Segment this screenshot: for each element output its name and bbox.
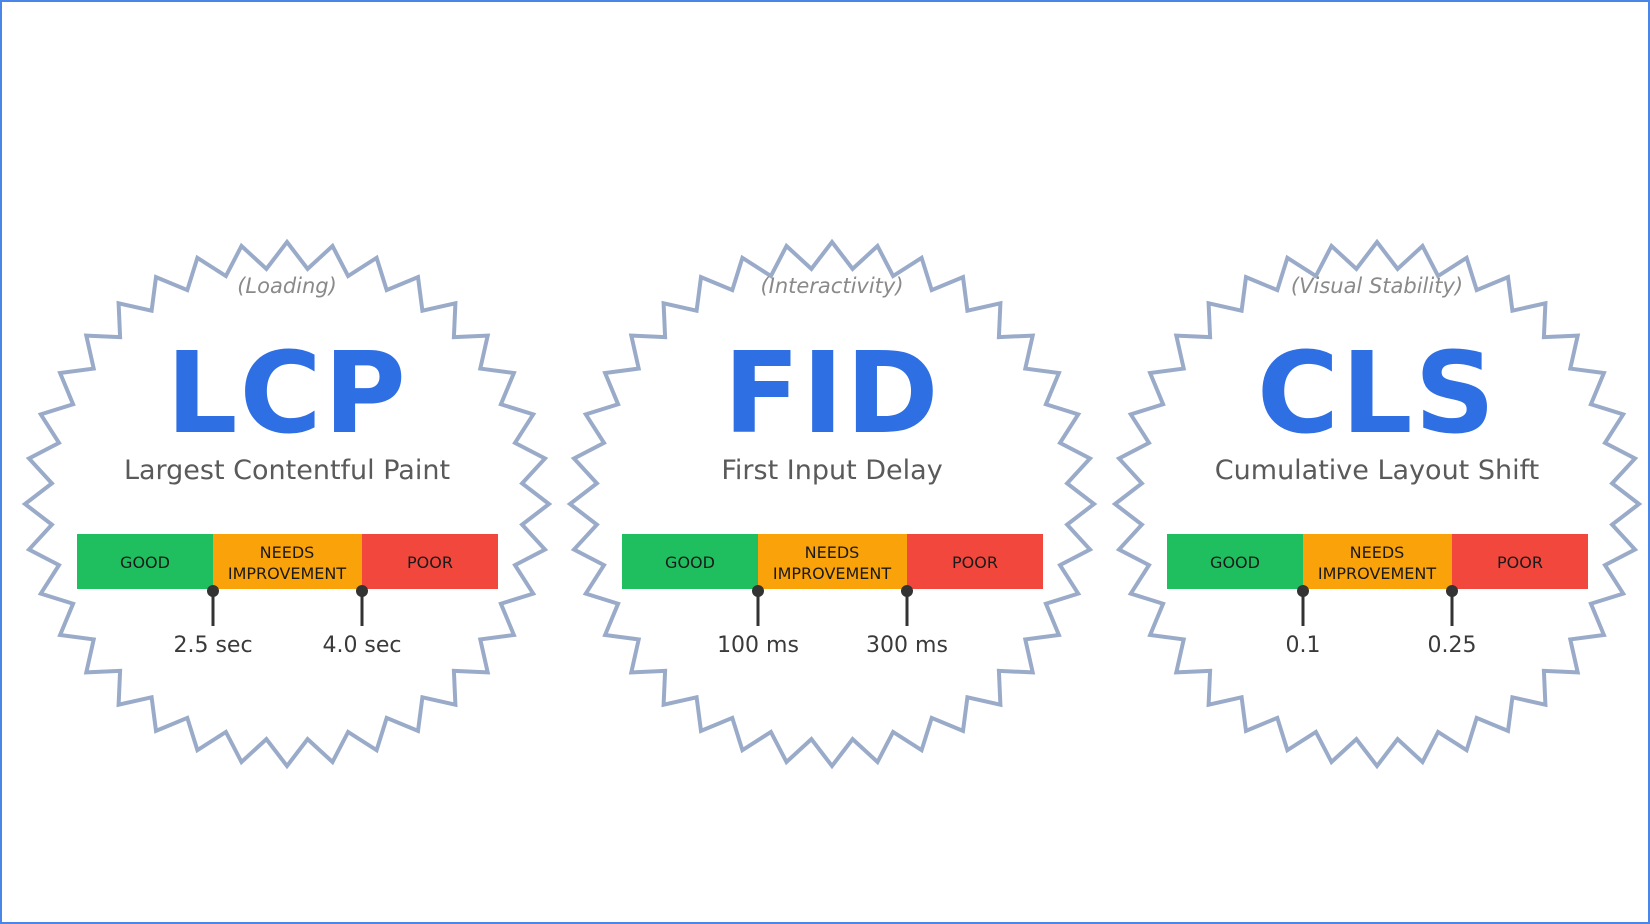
badge-cls-label-poor: POOR: [1497, 553, 1543, 572]
badge-lcp-label-good: GOOD: [120, 553, 170, 572]
badge-cls-segment-poor: [1452, 534, 1588, 589]
badge-lcp-label-needs-line2: IMPROVEMENT: [228, 564, 347, 583]
badge-cls-marker-good-dot: [1297, 585, 1309, 597]
badge-cls-threshold-good: 0.1: [1286, 633, 1321, 658]
badge-cls-marker-poor-dot: [1446, 585, 1458, 597]
badge-lcp-segment-poor: [362, 534, 498, 589]
badge-fid-segment-poor: [907, 534, 1043, 589]
badge-cls-threshold-poor: 0.25: [1428, 633, 1477, 658]
badge-fid-label-poor: POOR: [952, 553, 998, 572]
badge-cls-label-needs-line1: NEEDS: [1350, 543, 1405, 562]
badge-fid-label-needs-line2: IMPROVEMENT: [773, 564, 892, 583]
badge-cls-category: (Visual Stability): [1291, 274, 1463, 298]
badge-fid-threshold-poor: 300 ms: [866, 633, 948, 658]
badge-lcp-outline-icon: [21, 238, 553, 770]
badge-lcp-marker-poor-dot: [356, 585, 368, 597]
badge-fid-outline-icon: [566, 238, 1098, 770]
badge-fid-category: (Interactivity): [760, 274, 903, 298]
badge-cls-outline-icon: [1111, 238, 1643, 770]
badge-lcp: (Loading) LCP Largest Contentful Paint G…: [21, 238, 553, 770]
badge-lcp-label-needs-line1: NEEDS: [260, 543, 315, 562]
badge-fid-segment-good: [622, 534, 758, 589]
badge-fid-marker-good-dot: [752, 585, 764, 597]
badge-lcp-segment-needs-improvement: [213, 534, 362, 589]
badge-lcp-segment-good: [77, 534, 213, 589]
badge-fid-label-needs-line1: NEEDS: [805, 543, 860, 562]
badge-fid-label-good: GOOD: [665, 553, 715, 572]
badge-fid-segment-needs-improvement: [758, 534, 907, 589]
badge-lcp-label-poor: POOR: [407, 553, 453, 572]
badge-lcp-marker-good-dot: [207, 585, 219, 597]
badge-lcp-abbreviation: LCP: [166, 329, 408, 459]
badge-fid: (Interactivity) FID First Input Delay GO…: [566, 238, 1098, 770]
badge-lcp-threshold-poor: 4.0 sec: [322, 633, 401, 658]
badge-cls-label-good: GOOD: [1210, 553, 1260, 572]
badge-lcp-full-name: Largest Contentful Paint: [124, 455, 450, 486]
badge-cls: (Visual Stability) CLS Cumulative Layout…: [1111, 238, 1643, 770]
badge-fid-abbreviation: FID: [723, 329, 940, 459]
badge-cls-segment-needs-improvement: [1303, 534, 1452, 589]
badge-lcp-category: (Loading): [237, 274, 337, 298]
badge-fid-marker-poor-dot: [901, 585, 913, 597]
badge-cls-full-name: Cumulative Layout Shift: [1215, 455, 1539, 486]
badge-cls-label-needs-line2: IMPROVEMENT: [1318, 564, 1437, 583]
badge-cls-segment-good: [1167, 534, 1303, 589]
badge-lcp-threshold-good: 2.5 sec: [173, 633, 252, 658]
badge-fid-full-name: First Input Delay: [721, 455, 942, 486]
badge-fid-threshold-good: 100 ms: [717, 633, 799, 658]
badge-cls-abbreviation: CLS: [1257, 329, 1497, 459]
